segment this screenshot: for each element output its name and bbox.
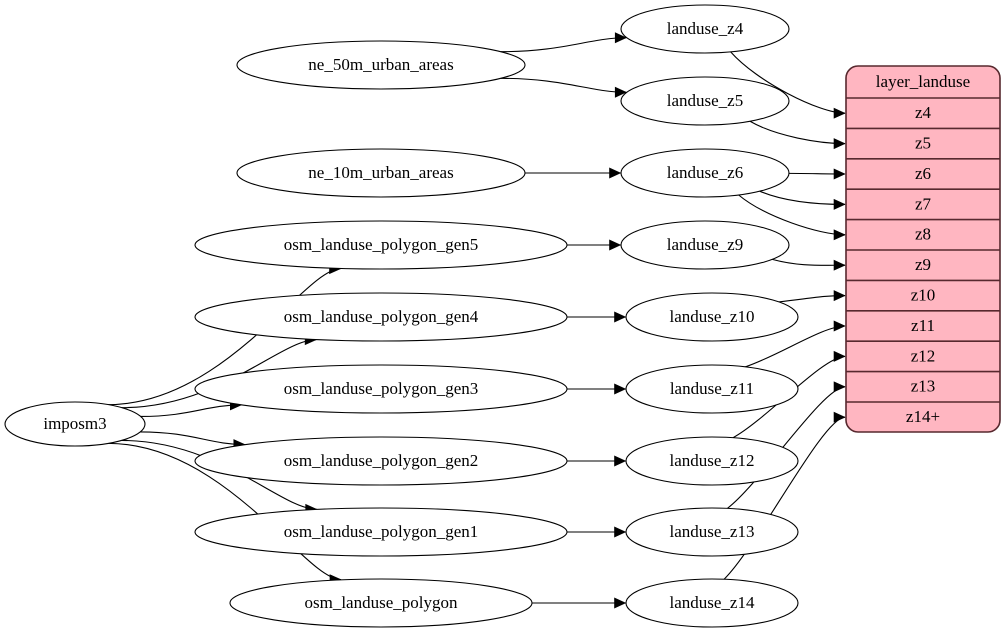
node-label-osm_landuse_polygon_gen3: osm_landuse_polygon_gen3 (284, 379, 479, 398)
table-row-z12[interactable]: z12 (911, 346, 936, 365)
table-row-z7[interactable]: z7 (915, 194, 932, 213)
node-ne_50m_urban_areas[interactable]: ne_50m_urban_areas (236, 40, 526, 90)
node-shape-osm_landuse_polygon_gen4 (194, 292, 568, 342)
table-row-z9[interactable]: z9 (915, 255, 931, 274)
node-shape-osm_landuse_polygon_gen2 (194, 436, 568, 486)
node-label-osm_landuse_polygon_gen4: osm_landuse_polygon_gen4 (284, 307, 479, 326)
node-landuse_z14[interactable]: landuse_z14 (625, 578, 799, 628)
node-osm_landuse_polygon_gen2[interactable]: osm_landuse_polygon_gen2 (194, 436, 568, 486)
node-label-landuse_z4: landuse_z4 (667, 19, 744, 38)
edge-landuse_z14-to-z14+ (723, 416, 846, 580)
node-shape-osm_landuse_polygon_gen3 (194, 364, 568, 414)
node-shape-ne_50m_urban_areas (236, 40, 526, 90)
node-landuse_z6[interactable]: landuse_z6 (620, 148, 790, 198)
node-shape-landuse_z11 (625, 364, 799, 414)
edge-arrowhead (833, 138, 846, 150)
node-label-imposm3: imposm3 (43, 414, 106, 433)
edge-imposm3-to-osm_landuse_polygon_gen2 (140, 431, 245, 446)
table-row-z4[interactable]: z4 (915, 103, 932, 122)
node-label-osm_landuse_polygon_gen1: osm_landuse_polygon_gen1 (284, 522, 479, 541)
node-landuse_z13[interactable]: landuse_z13 (625, 507, 799, 557)
edge-arrowhead (614, 32, 627, 44)
edge-arrowhead (833, 229, 846, 241)
edge-imposm3-to-osm_landuse_polygon_gen3 (140, 404, 242, 418)
node-shape-landuse_z5 (620, 76, 790, 126)
edge-imposm3-to-osm_landuse_polygon_gen5 (108, 268, 341, 406)
node-osm_landuse_polygon_gen4[interactable]: osm_landuse_polygon_gen4 (194, 292, 568, 342)
edge-arrowhead (614, 455, 627, 467)
node-shape-landuse_z6 (620, 148, 790, 198)
table-row-z11[interactable]: z11 (911, 316, 935, 335)
node-label-landuse_z10: landuse_z10 (670, 307, 755, 326)
edge-arrowhead (614, 86, 627, 98)
node-label-osm_landuse_polygon: osm_landuse_polygon (305, 593, 458, 612)
node-osm_landuse_polygon_gen3[interactable]: osm_landuse_polygon_gen3 (194, 364, 568, 414)
node-label-landuse_z13: landuse_z13 (670, 522, 755, 541)
node-shape-landuse_z13 (625, 507, 799, 557)
edge-arrowhead (614, 383, 627, 395)
node-shape-landuse_z9 (620, 220, 790, 270)
edge-landuse_z5-to-z5 (749, 120, 846, 145)
edge-arrowhead (833, 168, 846, 180)
table-row-z6[interactable]: z6 (915, 164, 931, 183)
node-label-landuse_z14: landuse_z14 (670, 593, 755, 612)
node-landuse_z11[interactable]: landuse_z11 (625, 364, 799, 414)
nodes-layer: imposm3 ne_50m_urban_areas ne_10m_urban_ar… (4, 4, 799, 628)
node-shape-landuse_z12 (625, 436, 799, 486)
edge-arrowhead (609, 239, 622, 251)
edge-arrowhead (833, 259, 846, 271)
edge-arrowhead (614, 597, 627, 609)
node-shape-landuse_z14 (625, 578, 799, 628)
node-shape-landuse_z10 (625, 292, 799, 342)
table-row-z13[interactable]: z13 (911, 377, 936, 396)
layer-landuse-table: layer_landuse z4 z5 z6 z7 z8 z9 z10 z11 z12 z13 z14… (845, 65, 1001, 433)
edge-imposm3-to-osm_landuse_polygon (108, 442, 341, 581)
edge-arrowhead (833, 320, 846, 332)
table-row-z14+[interactable]: z14+ (906, 407, 940, 426)
node-landuse_z5[interactable]: landuse_z5 (620, 76, 790, 126)
edge-arrowhead (614, 526, 627, 538)
node-osm_landuse_polygon[interactable]: osm_landuse_polygon (229, 578, 533, 628)
edge-arrowhead (833, 198, 846, 210)
node-osm_landuse_polygon_gen1[interactable]: osm_landuse_polygon_gen1 (194, 507, 568, 557)
edge-arrowhead (833, 411, 846, 423)
edge-arrowhead (833, 290, 846, 302)
table-row-z10[interactable]: z10 (911, 286, 936, 305)
node-shape-ne_10m_urban_areas (236, 148, 526, 198)
node-label-ne_50m_urban_areas: ne_50m_urban_areas (308, 55, 453, 74)
node-shape-osm_landuse_polygon (229, 578, 533, 628)
node-landuse_z12[interactable]: landuse_z12 (625, 436, 799, 486)
node-landuse_z4[interactable]: landuse_z4 (620, 4, 790, 54)
node-shape-imposm3 (4, 401, 146, 447)
table-row-z8[interactable]: z8 (915, 225, 931, 244)
node-label-landuse_z12: landuse_z12 (670, 451, 755, 470)
node-imposm3[interactable]: imposm3 (4, 401, 146, 447)
node-osm_landuse_polygon_gen5[interactable]: osm_landuse_polygon_gen5 (194, 220, 568, 270)
node-label-ne_10m_urban_areas: ne_10m_urban_areas (308, 163, 453, 182)
node-label-osm_landuse_polygon_gen5: osm_landuse_polygon_gen5 (284, 235, 479, 254)
edge-ne_50m_urban_areas-to-landuse_z5 (500, 77, 627, 93)
node-shape-osm_landuse_polygon_gen1 (194, 507, 568, 557)
node-landuse_z10[interactable]: landuse_z10 (625, 292, 799, 342)
node-label-osm_landuse_polygon_gen2: osm_landuse_polygon_gen2 (284, 451, 479, 470)
node-label-landuse_z6: landuse_z6 (667, 163, 743, 182)
edge-arrowhead (833, 107, 846, 119)
edge-arrowhead (833, 350, 846, 362)
node-shape-landuse_z4 (620, 4, 790, 54)
node-label-landuse_z11: landuse_z11 (670, 379, 754, 398)
table-row-z5[interactable]: z5 (915, 134, 931, 153)
node-shape-osm_landuse_polygon_gen5 (194, 220, 568, 270)
node-ne_10m_urban_areas[interactable]: ne_10m_urban_areas (236, 148, 526, 198)
node-landuse_z9[interactable]: landuse_z9 (620, 220, 790, 270)
edge-arrowhead (609, 167, 622, 179)
edge-arrowhead (833, 381, 846, 393)
edge-arrowhead (614, 311, 627, 323)
layer-landuse-table-header: layer_landuse (876, 72, 970, 91)
node-label-landuse_z5: landuse_z5 (667, 91, 743, 110)
edge-ne_50m_urban_areas-to-landuse_z4 (500, 37, 627, 53)
edge-landuse_z6-to-z7 (759, 190, 846, 205)
node-label-landuse_z9: landuse_z9 (667, 235, 743, 254)
